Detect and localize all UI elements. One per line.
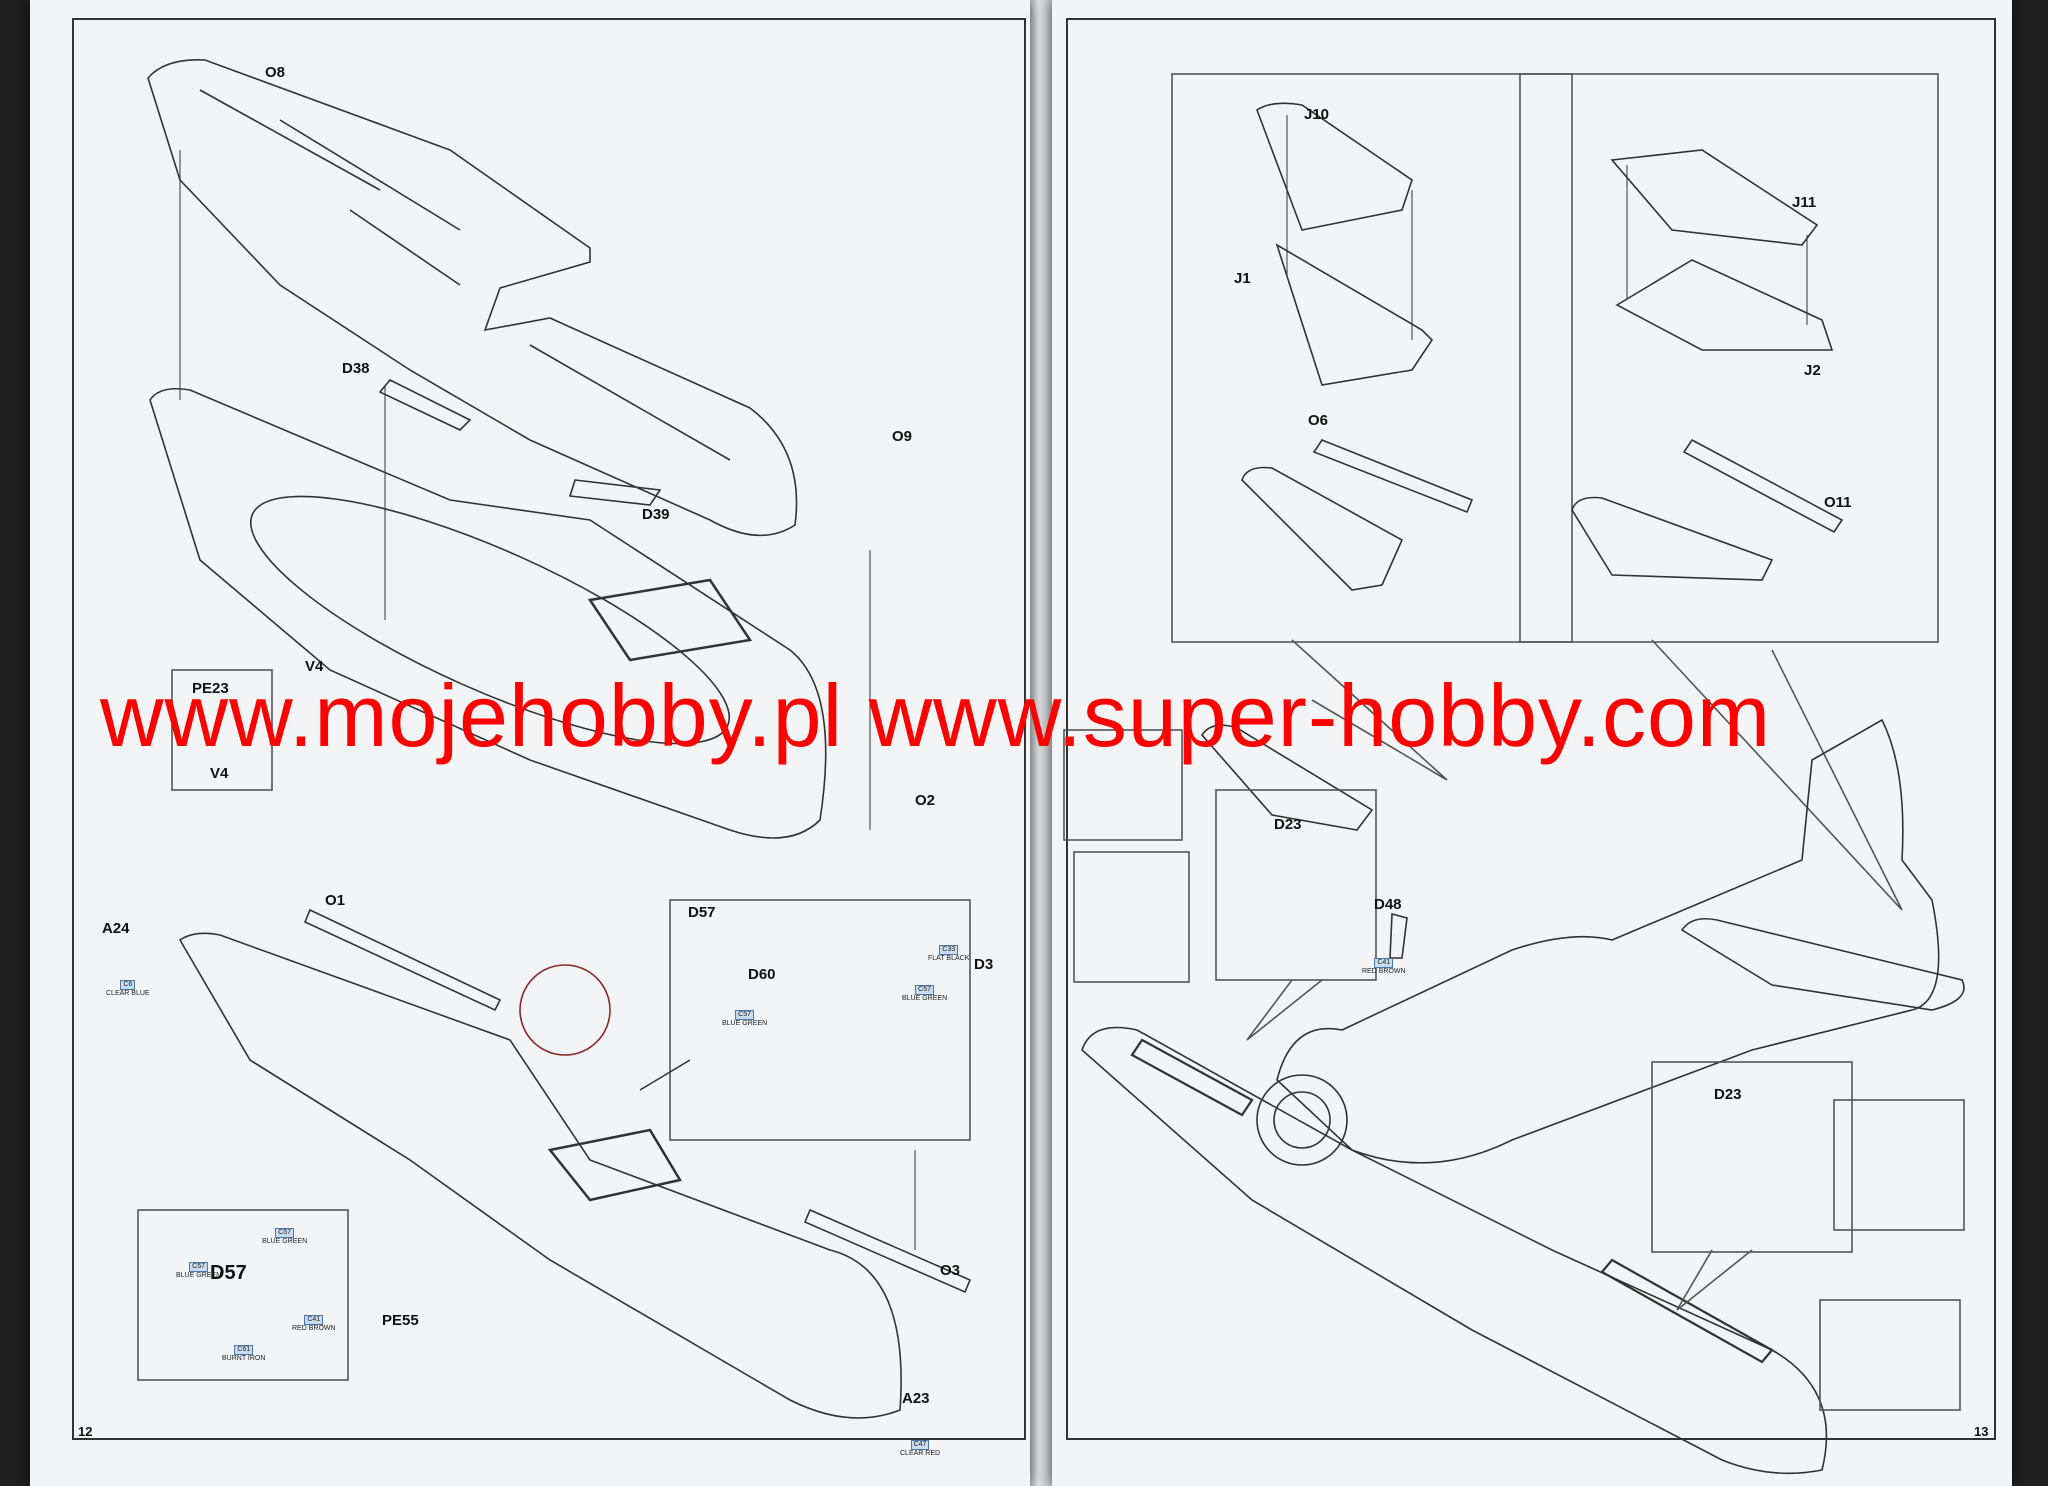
paint-name: CLEAR RED <box>900 1450 941 1457</box>
label-j10: J10 <box>1304 106 1330 123</box>
inset-d60 <box>669 899 971 1141</box>
label-a23: A23 <box>902 1390 930 1407</box>
label-o2: O2 <box>915 792 936 809</box>
inset-pe23 <box>171 669 273 791</box>
paint-d57-b: C57 BLUE GREEN <box>176 1262 221 1280</box>
part-j1 <box>1275 243 1434 386</box>
page-number-right: 13 <box>1974 1424 1989 1439</box>
paint-d57-a: C57 BLUE GREEN <box>262 1228 307 1246</box>
grid-panel-wing <box>1130 1038 1254 1117</box>
paint-a23: C47 CLEAR RED <box>900 1440 940 1458</box>
stabilizer-left-loose <box>1200 724 1374 831</box>
paint-code: C61 <box>234 1345 254 1355</box>
detail-circle <box>519 964 611 1056</box>
label-d23-a: D23 <box>1274 816 1302 833</box>
right-page: J10 J1 J11 J2 O6 O11 D23 D48 D23 C41 RED… <box>1052 0 2012 1486</box>
engine-cowling <box>1256 1074 1348 1166</box>
paint-name: BLUE GREEN <box>176 1272 222 1279</box>
paint-code: C57 <box>189 1262 208 1272</box>
stabilizer-right-loose <box>1680 917 1965 1011</box>
part-j2 <box>1615 259 1834 351</box>
left-page-line-art <box>137 59 972 1419</box>
paint-code: C47 <box>910 1440 930 1450</box>
inset-d57 <box>137 1209 349 1381</box>
paint-code: C41 <box>1374 958 1394 968</box>
part-o6 <box>1241 466 1404 591</box>
label-j1: J1 <box>1234 270 1251 287</box>
label-pe55: PE55 <box>382 1312 419 1329</box>
paint-name: BURNT IRON <box>222 1355 266 1362</box>
paint-code: C41 <box>304 1315 324 1325</box>
paint-name: BLUE GREEN <box>262 1238 308 1245</box>
paint-name: RED BROWN <box>1362 968 1406 975</box>
inset-d23-a <box>1215 789 1377 981</box>
label-j11: J11 <box>1792 194 1817 211</box>
watermark-text: www.mojehobby.pl www.super-hobby.com <box>100 666 1772 765</box>
inset-d23-b <box>1651 1061 1853 1253</box>
label-v4-top: V4 <box>305 658 324 675</box>
inset-detail-4 <box>1819 1299 1961 1411</box>
paint-d57-d: C61 BURNT IRON <box>222 1345 265 1363</box>
part-j11 <box>1610 149 1819 246</box>
paint-name: CLEAR BLUE <box>106 990 150 997</box>
paint-a24: C6 CLEAR BLUE <box>106 980 150 998</box>
part-d39 <box>568 479 662 506</box>
book-gutter <box>1030 0 1052 1486</box>
paint-name: BLUE GREEN <box>722 1020 768 1027</box>
label-d57-inset: D57 <box>210 1262 247 1284</box>
part-o11 <box>1571 496 1774 581</box>
paint-code: C57 <box>915 985 934 995</box>
paint-name: FLAT BLACK <box>928 955 970 962</box>
inset-detail-3 <box>1833 1099 1965 1231</box>
part-d38 <box>378 379 472 431</box>
paint-code: C57 <box>735 1010 754 1020</box>
grid-panel <box>587 578 753 662</box>
label-o8: O8 <box>265 64 286 81</box>
label-d57-detail: D57 <box>688 904 716 921</box>
paint-name: BLUE GREEN <box>902 995 948 1002</box>
paint-code: C6 <box>120 980 136 990</box>
lower-wing-o2 <box>149 387 827 839</box>
stabilizer-box-left <box>1171 73 1573 643</box>
label-o1: O1 <box>325 892 346 909</box>
paint-code: C57 <box>275 1228 294 1238</box>
stabilizer-box-right <box>1519 73 1939 643</box>
inset-detail-1 <box>1063 729 1183 841</box>
paint-d60-c: C57 BLUE GREEN <box>902 985 947 1003</box>
right-page-line-art <box>1063 73 1965 1475</box>
left-page: O8 D38 O9 D39 PE23 V4 V4 O2 O1 A24 D57 D… <box>30 0 1030 1486</box>
right-page-frame <box>1066 18 1996 1440</box>
paint-d60-a: C57 BLUE GREEN <box>722 1010 767 1028</box>
bottom-wing <box>178 932 902 1419</box>
label-pe23: PE23 <box>192 680 229 697</box>
paint-d48: C41 RED BROWN <box>1362 958 1406 976</box>
grid-panel-bottom <box>547 1128 682 1202</box>
paint-name: RED BROWN <box>292 1325 336 1332</box>
upper-wing-o8 <box>147 59 798 537</box>
label-d3: D3 <box>974 956 994 973</box>
label-d48: D48 <box>1374 896 1402 913</box>
label-v4-inset: V4 <box>210 765 229 782</box>
label-d39: D39 <box>642 506 670 523</box>
label-j2: J2 <box>1804 362 1821 379</box>
inset-detail-2 <box>1073 851 1190 983</box>
fuselage <box>1276 718 1940 1164</box>
paint-code: C33 <box>939 945 959 955</box>
paint-d57-c: C41 RED BROWN <box>292 1315 336 1333</box>
part-j10 <box>1256 102 1413 231</box>
label-a24: A24 <box>102 920 130 937</box>
paint-d60-b: C33 FLAT BLACK <box>928 945 969 963</box>
label-d38: D38 <box>342 360 370 377</box>
label-o6: O6 <box>1308 412 1329 429</box>
page-number-left: 12 <box>78 1424 93 1439</box>
label-o11: O11 <box>1824 494 1852 511</box>
part-d48 <box>1389 912 1408 959</box>
left-page-frame <box>72 18 1026 1440</box>
label-d60: D60 <box>748 966 776 983</box>
label-o3: O3 <box>940 1262 961 1279</box>
label-o9: O9 <box>892 428 913 445</box>
label-d23-b: D23 <box>1714 1086 1742 1103</box>
